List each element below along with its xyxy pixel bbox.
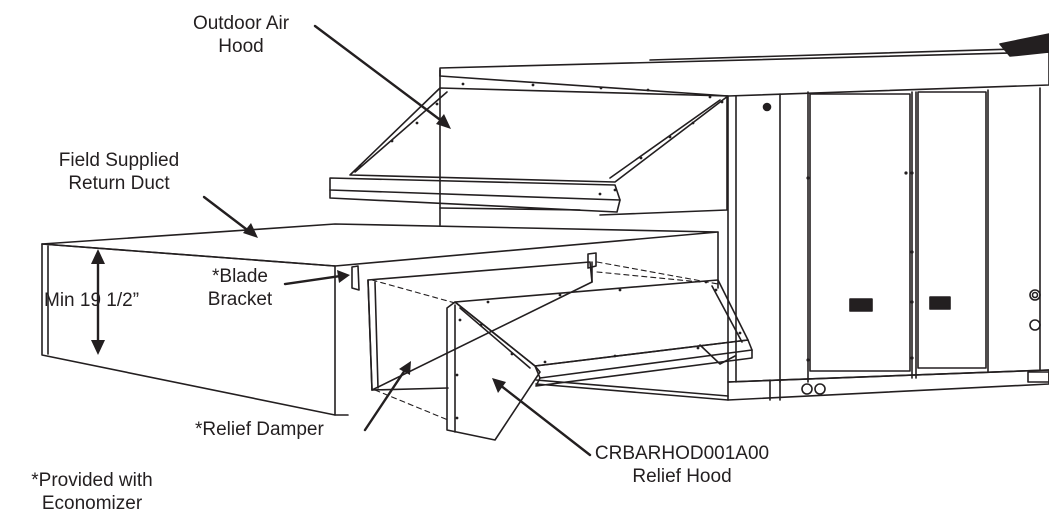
connection-port-lower xyxy=(1029,319,1041,331)
unit-fastener xyxy=(762,102,772,112)
relief-hood-label-line1: CRBARHOD001A00 xyxy=(594,443,770,464)
min-dimension-label: Min 19 1/2” xyxy=(44,289,178,312)
relief-hood-arrow xyxy=(492,378,592,457)
blade-bracket-label-line2: Bracket xyxy=(207,289,273,310)
blade-bracket-label-line1: *Blade xyxy=(212,266,268,287)
unit-front-face xyxy=(727,95,1049,383)
blade-bracket xyxy=(351,265,360,291)
outdoor-air-hood-top xyxy=(349,87,729,183)
dimension-arrow xyxy=(91,249,105,355)
panel-handle-right xyxy=(929,296,951,310)
access-panel-right xyxy=(917,91,987,369)
relief-hood-side xyxy=(446,301,541,441)
outdoor-air-hood-label-line2: Hood xyxy=(218,36,264,57)
relief-damper-arrow xyxy=(363,361,411,432)
outdoor-air-hood-arrow xyxy=(313,24,451,129)
return-duct-label: Field Supplied Return Duct xyxy=(34,149,204,195)
outdoor-air-hood xyxy=(329,82,729,213)
relief-hood xyxy=(446,279,753,441)
return-duct-top xyxy=(41,223,719,267)
relief-damper xyxy=(351,252,597,391)
alignment-guides xyxy=(371,261,719,421)
panel-handle-left xyxy=(849,298,873,312)
outdoor-air-hood-label: Outdoor Air Hood xyxy=(166,12,316,58)
access-panel-left xyxy=(809,93,911,372)
provided-note-line1: *Provided with xyxy=(31,470,153,491)
unit-base-rail xyxy=(727,369,1049,401)
relief-hood-label-line2: Relief Hood xyxy=(632,466,732,487)
blade-bracket-arrow xyxy=(283,270,350,286)
damper-bracket-right xyxy=(587,252,597,269)
outdoor-air-hood-label-line1: Outdoor Air xyxy=(192,13,290,34)
return-duct-label-line1: Field Supplied xyxy=(58,150,180,171)
return-duct-label-line2: Return Duct xyxy=(68,173,170,194)
condenser-fan-guard xyxy=(999,33,1049,57)
return-duct xyxy=(41,223,719,416)
blade-bracket-label: *Blade Bracket xyxy=(190,265,290,311)
relief-hood-top xyxy=(454,279,749,367)
relief-hood-label: CRBARHOD001A00 Relief Hood xyxy=(594,442,770,488)
provided-note-label: *Provided with Economizer xyxy=(0,469,184,515)
rooftop-unit xyxy=(439,33,1049,401)
unit-top-cover xyxy=(439,51,1049,97)
provided-note-line2: Economizer xyxy=(41,493,143,514)
connection-port-upper xyxy=(1029,289,1041,301)
return-duct-left-face xyxy=(41,243,336,416)
relief-damper-text: *Relief Damper xyxy=(195,419,324,440)
relief-damper-label: *Relief Damper xyxy=(195,418,367,441)
min-dimension-text: Min 19 1/2” xyxy=(44,290,140,311)
leader-arrows xyxy=(91,24,592,457)
return-duct-arrow xyxy=(202,195,258,238)
